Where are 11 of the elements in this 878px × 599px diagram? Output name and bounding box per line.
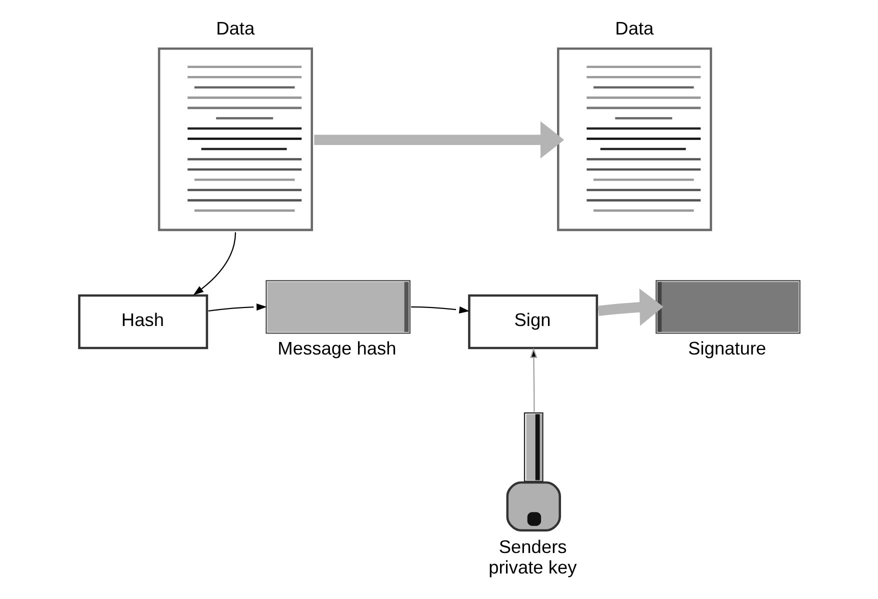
node-label: Data <box>216 18 255 39</box>
node-label: Senders private key <box>488 536 577 578</box>
arrow <box>598 288 664 326</box>
arrow <box>530 348 538 412</box>
arrow <box>314 121 564 159</box>
arrow <box>411 306 470 314</box>
node-label: Signature <box>688 338 766 359</box>
arrow <box>208 303 267 312</box>
node-label: Data <box>615 18 654 39</box>
node-label: Message hash <box>278 338 396 359</box>
arrow <box>193 232 236 296</box>
